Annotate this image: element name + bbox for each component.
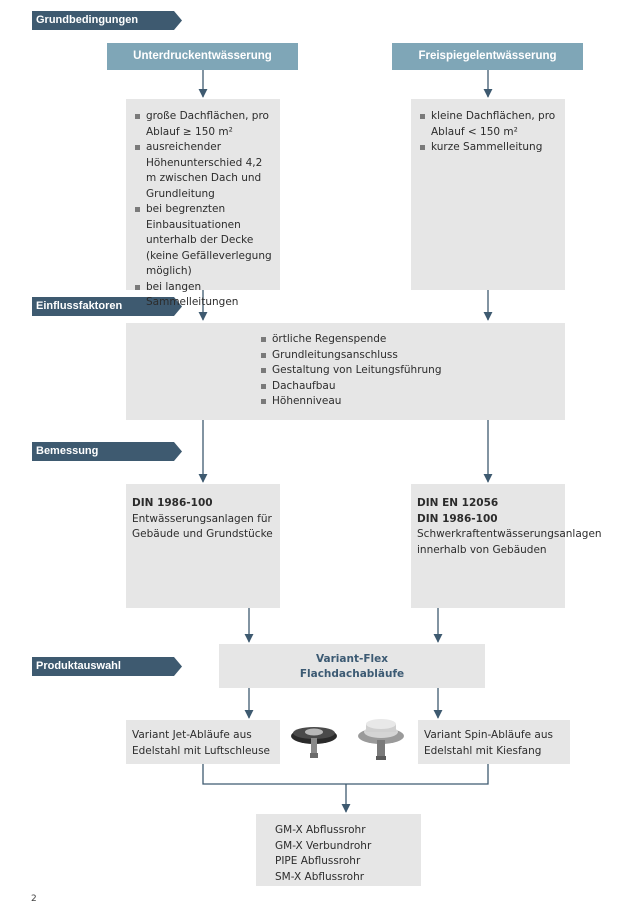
product-line2: Flachdachabläufe: [299, 668, 405, 680]
factor-item: Höhenniveau: [260, 394, 565, 410]
variant-spin-drain-image: [358, 719, 404, 760]
factors-box: örtliche Regenspende Grundleitungsanschl…: [126, 323, 565, 420]
pipe-item: GM-X Abflussrohr: [275, 824, 366, 836]
conditions-left-box: große Dachflächen, pro Ablauf ≥ 150 m² a…: [126, 99, 280, 308]
variant-jet-drain-image: [291, 727, 337, 758]
pipe-item: PIPE Abflussrohr: [275, 855, 361, 867]
product-line1: Variant-Flex: [315, 653, 389, 665]
section-bemessung: Bemessung: [32, 442, 182, 461]
condition-item: kurze Sammelleitung: [419, 140, 557, 156]
condition-item: ausreichender Höhenunterschied 4,2 m zwi…: [134, 140, 272, 202]
condition-item: bei langen Sammelleitungen: [134, 280, 272, 311]
section-einflussfaktoren: Einflussfaktoren: [32, 297, 182, 316]
dimensioning-right-box: DIN EN 12056 DIN 1986-100 Schwerkraftent…: [411, 484, 602, 608]
factor-item: örtliche Regenspende: [260, 332, 565, 348]
header-freispiegel: Freispiegelentwässerung: [392, 43, 583, 70]
factor-item: Grundleitungsanschluss: [260, 348, 565, 364]
section-produktauswahl: Produktauswahl: [32, 657, 182, 676]
merge-line: [202, 764, 489, 785]
norm-din-1986-100: DIN 1986-100: [132, 497, 213, 509]
header-unterdruck: Unterdruckentwässerung: [107, 43, 298, 70]
pipes-box: GM-X Abflussrohr GM-X Verbundrohr PIPE A…: [256, 814, 421, 886]
factor-item: Gestaltung von Leitungsführung: [260, 363, 565, 379]
pipe-item: GM-X Verbundrohr: [275, 839, 372, 852]
conditions-right-box: kleine Dachflächen, pro Ablauf < 150 m² …: [411, 99, 565, 290]
conditions-right-list: kleine Dachflächen, pro Ablauf < 150 m² …: [419, 109, 557, 156]
condition-item: kleine Dachflächen, pro Ablauf < 150 m²: [419, 109, 557, 140]
section-grundbedingungen: Grundbedingungen: [32, 11, 182, 30]
dimensioning-left-box: DIN 1986-100 Entwässerungsanlagen für Ge…: [126, 484, 280, 608]
product-box: Variant-Flex Flachdachabläufe: [219, 644, 485, 688]
variant-spin-box: Variant Spin-Abläufe aus Edelstahl mit K…: [418, 720, 570, 764]
pipe-item: SM-X Abflussrohr: [275, 870, 365, 883]
norm-description: Entwässerungsanlagen für Gebäude und Gru…: [132, 512, 273, 541]
variant-spin-label: Variant Spin-Abläufe aus Edelstahl mit K…: [424, 729, 553, 757]
factor-item: Dachaufbau: [260, 379, 565, 395]
variant-jet-box: Variant Jet-Abläufe aus Edelstahl mit Lu…: [126, 720, 280, 764]
condition-item: bei begrenzten Einbausituationen unterha…: [134, 202, 272, 280]
norm-din-1986-100-right: DIN 1986-100: [417, 512, 498, 525]
norm-description: Schwerkraftentwässerungsanlagen innerhal…: [417, 528, 602, 556]
factors-list: örtliche Regenspende Grundleitungsanschl…: [260, 332, 565, 410]
norm-din-en-12056: DIN EN 12056: [417, 497, 499, 509]
conditions-left-list: große Dachflächen, pro Ablauf ≥ 150 m² a…: [134, 109, 272, 311]
page-number: 2: [31, 894, 37, 904]
condition-item: große Dachflächen, pro Ablauf ≥ 150 m²: [134, 109, 272, 140]
variant-jet-label: Variant Jet-Abläufe aus Edelstahl mit Lu…: [132, 729, 271, 757]
